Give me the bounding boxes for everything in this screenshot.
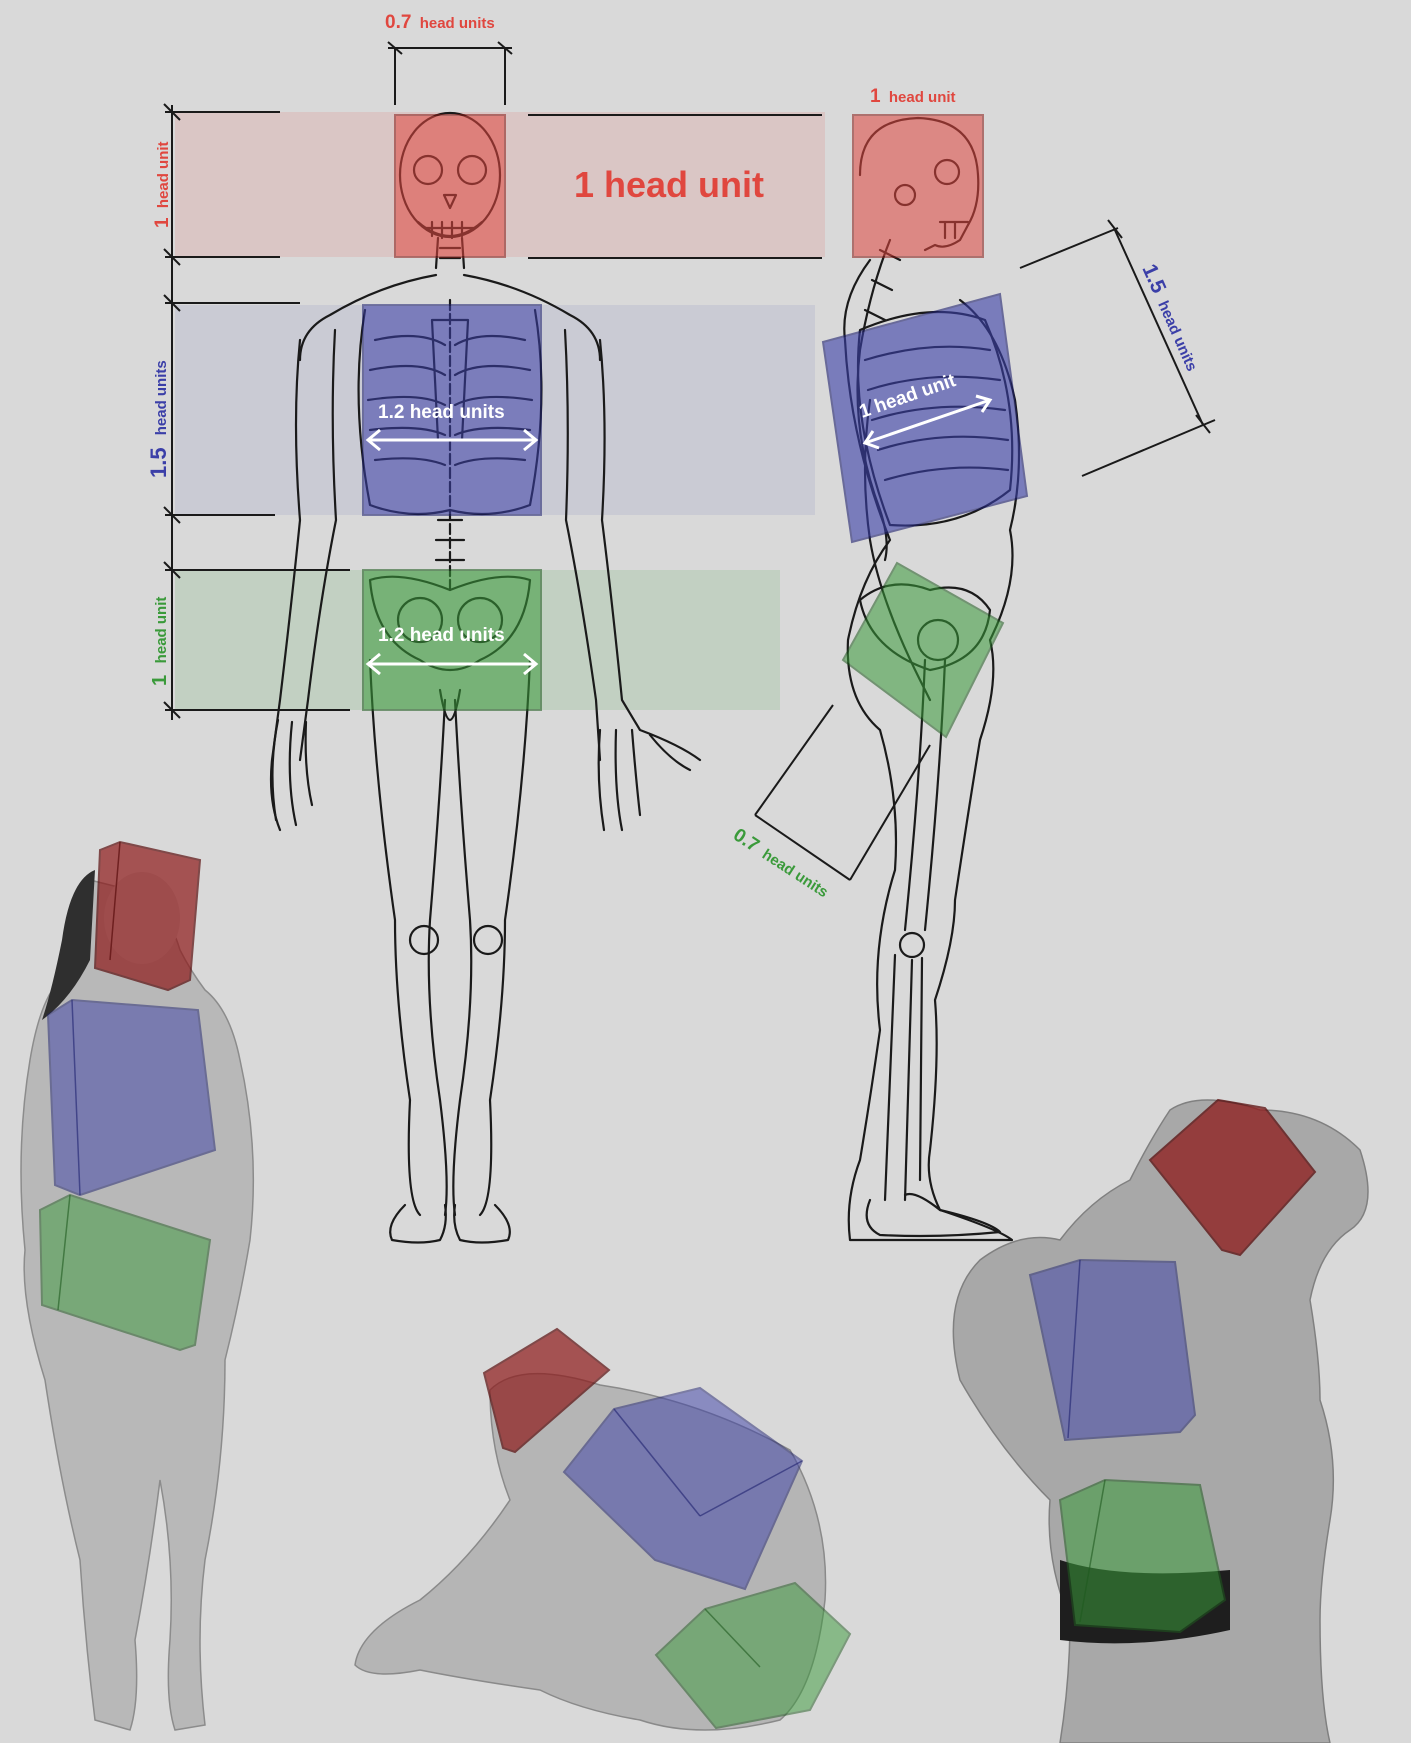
- front-head-box: [395, 115, 505, 257]
- front-rib-width-label: 1.2 head units: [378, 402, 505, 423]
- big-head-unit-label: 1 head unit: [574, 164, 764, 205]
- front-pelvis-width-label: 1.2 head units: [378, 625, 505, 646]
- woman-head-box: [95, 842, 200, 990]
- left-head-label: 1 head unit: [152, 141, 173, 228]
- side-head-label: 1 head unit: [870, 86, 956, 107]
- side-head-box: [853, 115, 983, 257]
- left-pelvis-label: 1 head unit: [149, 597, 171, 686]
- front-head-width-label: 0.7 head units: [385, 12, 495, 33]
- man-pelvis-box: [1060, 1480, 1225, 1632]
